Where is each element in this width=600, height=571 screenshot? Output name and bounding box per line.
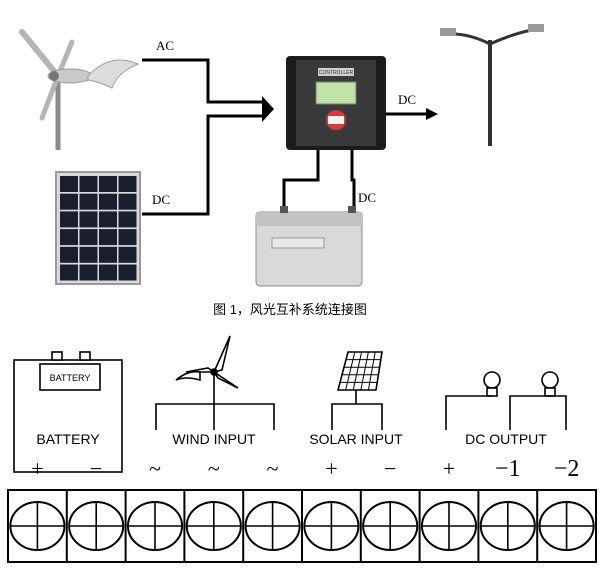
terminal-screw[interactable] bbox=[244, 501, 301, 551]
solar-grid-line bbox=[352, 351, 363, 391]
figure-caption: 图 1，风光互补系统连接图 bbox=[213, 302, 367, 317]
terminal-sign: ~ bbox=[267, 456, 279, 481]
street-lamp-photo bbox=[451, 28, 533, 146]
terminal-sign: ~ bbox=[208, 456, 220, 481]
terminal-sign: −1 bbox=[495, 456, 521, 482]
solar-cell bbox=[99, 264, 117, 281]
solar-cell bbox=[118, 211, 137, 228]
terminal-screw[interactable] bbox=[479, 501, 536, 551]
controller-screen-text: CONTROLLER bbox=[319, 70, 354, 76]
solar-cell bbox=[118, 229, 137, 246]
terminal-block bbox=[7, 489, 597, 563]
solar-cell bbox=[79, 211, 98, 228]
terminal-sign: + bbox=[31, 456, 43, 481]
lamp-head-left bbox=[440, 28, 456, 36]
lamp-head-right bbox=[528, 24, 544, 32]
solar-cell bbox=[79, 229, 98, 246]
ac-label: AC bbox=[156, 38, 174, 53]
terminal-screw[interactable] bbox=[185, 501, 242, 551]
dc-output-arrow bbox=[426, 108, 438, 120]
solar-cell bbox=[79, 264, 98, 281]
battery-group-label: BATTERY bbox=[36, 431, 100, 447]
solar-panel-symbol bbox=[331, 351, 383, 430]
ac-wire bbox=[142, 58, 262, 104]
terminal-sign: + bbox=[443, 456, 455, 481]
dc-solar-wire bbox=[142, 114, 262, 216]
terminal-screw[interactable] bbox=[303, 501, 360, 551]
solar-panel-photo bbox=[55, 171, 141, 285]
terminal-screw[interactable] bbox=[420, 501, 478, 551]
battery-inner-label: BATTERY bbox=[50, 373, 91, 383]
solar-cell bbox=[60, 211, 78, 228]
wind-turbine-photo bbox=[10, 10, 142, 158]
solar-cell bbox=[79, 246, 98, 263]
terminal-sign: ~ bbox=[149, 456, 161, 481]
solar-cell bbox=[118, 264, 137, 281]
terminal-screw[interactable] bbox=[9, 501, 66, 551]
solar-grid-line bbox=[345, 351, 356, 391]
solar-cell bbox=[99, 246, 117, 263]
terminal-screw[interactable] bbox=[538, 501, 595, 551]
battery-wires bbox=[282, 150, 356, 212]
dc-battery-label: DC bbox=[358, 190, 376, 205]
terminal-screw[interactable] bbox=[68, 501, 125, 551]
terminal-sign: + bbox=[325, 456, 337, 481]
dc-output-lamps-symbol bbox=[445, 371, 567, 430]
solar-cell bbox=[99, 229, 117, 246]
terminal-sign: −2 bbox=[554, 456, 580, 482]
battery-symbol bbox=[13, 351, 123, 473]
dc-output-group-label: DC OUTPUT bbox=[465, 431, 547, 447]
charge-controller-photo bbox=[286, 56, 386, 150]
solar-cell bbox=[99, 193, 117, 210]
solar-cell bbox=[79, 176, 98, 192]
terminal-sign: − bbox=[90, 456, 102, 481]
terminal-sign: − bbox=[384, 456, 396, 481]
solar-cell bbox=[60, 193, 78, 210]
battery-photo bbox=[255, 206, 363, 287]
solar-cell bbox=[118, 246, 137, 263]
solar-group-label: SOLAR INPUT bbox=[309, 431, 403, 447]
solar-cell bbox=[60, 176, 78, 192]
terminal-screw[interactable] bbox=[126, 501, 184, 551]
wind-group-label: WIND INPUT bbox=[172, 431, 256, 447]
arrow-into-controller bbox=[262, 96, 274, 122]
solar-cell bbox=[60, 246, 78, 263]
solar-grid-line bbox=[367, 351, 376, 391]
terminal-screw[interactable] bbox=[362, 501, 419, 551]
solar-cell bbox=[79, 193, 98, 210]
solar-cell bbox=[99, 211, 117, 228]
wind-turbine-symbol bbox=[155, 335, 275, 430]
solar-cell bbox=[118, 193, 137, 210]
solar-cell bbox=[118, 176, 137, 192]
solar-grid-line bbox=[360, 351, 369, 391]
solar-cell bbox=[60, 229, 78, 246]
solar-cell bbox=[60, 264, 78, 281]
dc-out-label: DC bbox=[398, 92, 416, 107]
solar-cell bbox=[99, 176, 117, 192]
dc-solar-label: DC bbox=[152, 192, 170, 207]
